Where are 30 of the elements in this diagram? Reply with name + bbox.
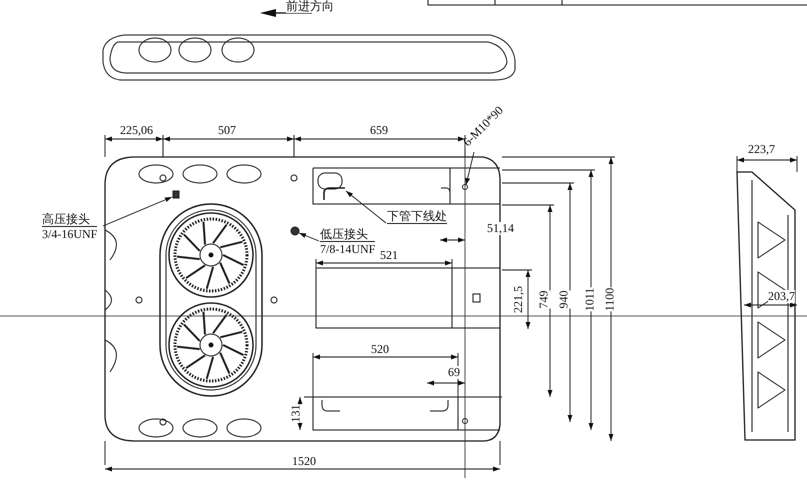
callout-text: 下管下线处 [387,209,447,224]
dimension-value: 521 [380,249,398,262]
dimension-value: 221,5 [512,286,525,313]
dimension-value: 69 [448,366,460,379]
dimension-value: 131 [290,404,302,422]
dimension-value: 1100 [603,288,616,312]
bolt-hole [462,184,468,190]
dimension-value: 223,7 [748,143,775,156]
leader-line [298,232,320,242]
dimension-value: 749 [538,290,550,308]
dimension-value: 520 [371,343,389,356]
dimension-value: 507 [218,124,236,137]
dimension-value: 940 [558,290,570,308]
dimension-value: 1520 [292,455,316,468]
leader-line [102,196,172,226]
fitting-icon [172,190,180,198]
callout-text: 低压接头 [320,227,376,242]
leader-line [465,152,474,186]
pipe-drawing [323,187,345,200]
dimension-value: 225,06 [120,124,153,137]
callout-text: 高压接头 [42,212,98,227]
leader-line [346,190,386,224]
dimension-value: 1011 [583,288,596,312]
fitting-icon [290,226,300,236]
dimension-value: 203,7 [768,290,795,303]
dimension-value: 659 [370,124,388,137]
callout-text: 7/8-14UNF [320,242,376,256]
direction-label: 前进方向 [286,0,334,13]
dimension-value: 51,14 [487,222,514,235]
callout-text: 3/4-16UNF [42,227,98,241]
